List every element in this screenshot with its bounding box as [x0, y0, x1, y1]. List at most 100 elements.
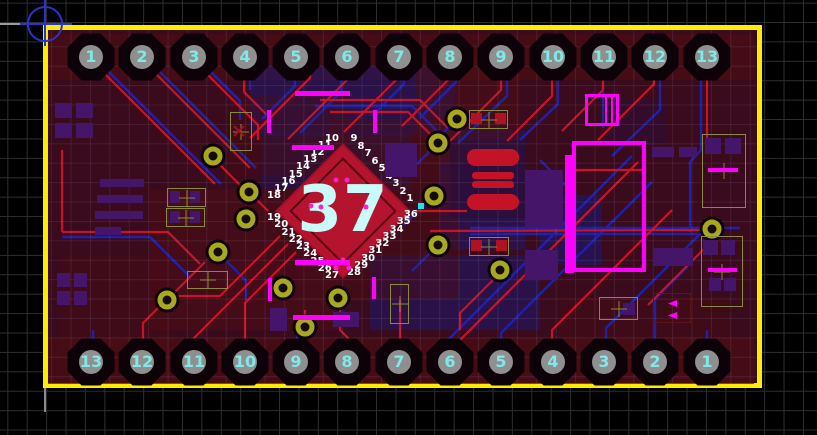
pad-bottom-2[interactable]: 2	[637, 344, 673, 380]
inner-pad[interactable]	[721, 240, 735, 255]
component-outline[interactable]	[469, 110, 508, 129]
inner-pad[interactable]	[725, 138, 741, 154]
inner-pad[interactable]	[170, 211, 180, 223]
via[interactable]	[328, 288, 348, 308]
component-outline[interactable]	[653, 293, 691, 323]
inner-pad[interactable]	[705, 138, 721, 154]
connector-pad[interactable]	[467, 194, 519, 210]
pad-top-6[interactable]: 6	[329, 39, 365, 75]
via[interactable]	[428, 133, 448, 153]
silkscreen-bar[interactable]	[372, 277, 376, 299]
inner-pad[interactable]	[270, 308, 287, 331]
pad-top-10[interactable]: 10	[535, 39, 571, 75]
via[interactable]	[239, 182, 259, 202]
component-outline[interactable]	[390, 284, 409, 324]
silkscreen-rect-large[interactable]	[572, 141, 646, 272]
via[interactable]	[295, 317, 315, 337]
pad-top-11[interactable]: 11	[586, 39, 622, 75]
via[interactable]	[273, 278, 293, 298]
pad-top-4[interactable]: 4	[227, 39, 263, 75]
pad-bottom-12[interactable]: 12	[124, 344, 160, 380]
smd-pad[interactable]	[496, 240, 507, 251]
silkscreen-bar[interactable]	[565, 155, 574, 273]
inner-pad[interactable]	[525, 170, 563, 228]
inner-pad[interactable]	[703, 240, 718, 255]
pad-bottom-13[interactable]: 13	[73, 344, 109, 380]
component-outline[interactable]	[599, 297, 638, 320]
smd-pad[interactable]	[495, 113, 506, 124]
inner-pad[interactable]	[76, 103, 93, 118]
inner-pad[interactable]	[190, 191, 200, 203]
connector-pad[interactable]	[472, 181, 514, 188]
pad-top-7[interactable]: 7	[381, 39, 417, 75]
connector-pad[interactable]	[467, 149, 519, 166]
via[interactable]	[428, 235, 448, 255]
inner-pad[interactable]	[623, 303, 635, 315]
pad-bottom-8[interactable]: 8	[329, 344, 365, 380]
chip-pin-33: 33	[382, 230, 397, 242]
via[interactable]	[424, 186, 444, 206]
pad-bottom-3[interactable]: 3	[586, 344, 622, 380]
pad-top-8[interactable]: 8	[432, 39, 468, 75]
smd-pad[interactable]	[471, 113, 482, 124]
pad-bottom-7[interactable]: 7	[381, 344, 417, 380]
pad-bottom-9[interactable]: 9	[278, 344, 314, 380]
silkscreen-bar[interactable]	[292, 145, 334, 150]
inner-pad[interactable]	[95, 211, 143, 219]
connector-pad[interactable]	[472, 172, 514, 179]
pad-bottom-4[interactable]: 4	[535, 344, 571, 380]
inner-pad[interactable]	[653, 248, 693, 266]
component-outline[interactable]	[187, 271, 228, 289]
inner-pad[interactable]	[55, 123, 72, 138]
inner-pad[interactable]	[724, 278, 736, 291]
component-outline[interactable]	[166, 208, 205, 227]
pad-top-12[interactable]: 12	[637, 39, 673, 75]
via[interactable]	[490, 260, 510, 280]
via[interactable]	[203, 146, 223, 166]
silkscreen-bar[interactable]	[293, 315, 350, 320]
pad-top-5[interactable]: 5	[278, 39, 314, 75]
silkscreen-bar[interactable]	[708, 168, 738, 172]
inner-pad[interactable]	[95, 227, 121, 235]
inner-pad[interactable]	[385, 143, 417, 177]
inner-pad[interactable]	[709, 278, 721, 291]
inner-pad[interactable]	[652, 147, 674, 157]
via[interactable]	[208, 242, 228, 262]
inner-pad[interactable]	[57, 291, 70, 305]
pad-bottom-10[interactable]: 10	[227, 344, 263, 380]
inner-pad[interactable]	[76, 123, 93, 138]
pad-bottom-5[interactable]: 5	[483, 344, 519, 380]
silkscreen-bar[interactable]	[373, 110, 377, 133]
inner-pad[interactable]	[55, 103, 72, 118]
pad-top-2[interactable]: 2	[124, 39, 160, 75]
via[interactable]	[236, 209, 256, 229]
silkscreen-bar[interactable]	[295, 91, 350, 96]
component-outline[interactable]	[167, 188, 206, 207]
inner-pad[interactable]	[100, 179, 144, 187]
component-outline[interactable]	[469, 237, 509, 256]
inner-pad[interactable]	[170, 191, 180, 203]
smd-pad[interactable]	[471, 240, 482, 251]
inner-pad[interactable]	[74, 273, 87, 287]
inner-pad[interactable]	[74, 291, 87, 305]
via[interactable]	[157, 290, 177, 310]
silkscreen-bar[interactable]	[267, 110, 271, 133]
pad-bottom-11[interactable]: 11	[176, 344, 212, 380]
inner-pad[interactable]	[190, 211, 200, 223]
inner-pad[interactable]	[97, 195, 143, 203]
pad-top-1[interactable]: 1	[73, 39, 109, 75]
silkscreen-bar[interactable]	[295, 260, 350, 265]
inner-pad[interactable]	[57, 273, 70, 287]
via[interactable]	[447, 109, 467, 129]
inner-pad[interactable]	[679, 147, 697, 157]
pad-top-9[interactable]: 9	[483, 39, 519, 75]
pad-bottom-6[interactable]: 6	[432, 344, 468, 380]
silkscreen-rect-crystal[interactable]	[585, 94, 619, 126]
pad-label: 5	[284, 45, 308, 69]
pad-bottom-1[interactable]: 1	[689, 344, 725, 380]
silkscreen-bar[interactable]	[268, 278, 272, 301]
pad-top-3[interactable]: 3	[176, 39, 212, 75]
silkscreen-bar[interactable]	[708, 268, 737, 272]
inner-pad[interactable]	[525, 250, 558, 280]
pad-top-13[interactable]: 13	[689, 39, 725, 75]
